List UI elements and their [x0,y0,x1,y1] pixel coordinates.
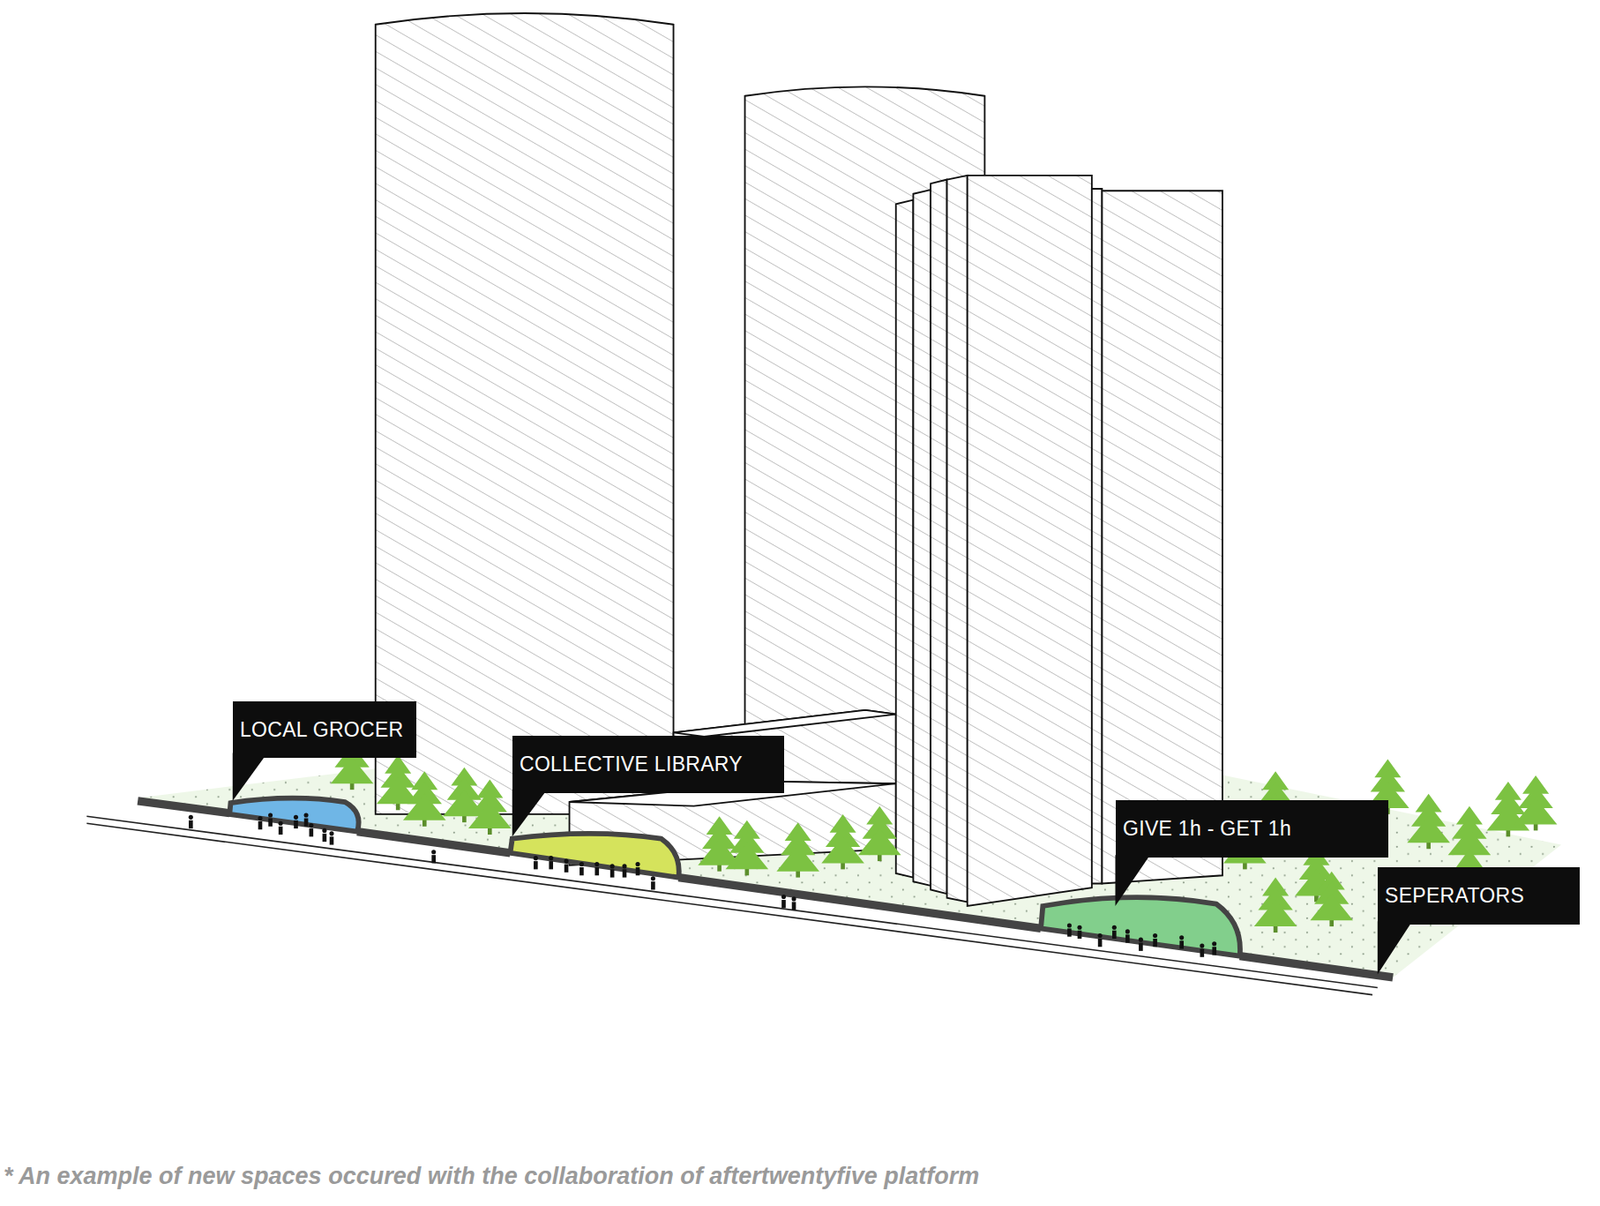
callout-label: LOCAL GROCER [239,717,404,742]
callout-box: COLLECTIVE LIBRARY [512,735,785,793]
callout-label: COLLECTIVE LIBRARY [519,752,743,777]
callout-box: GIVE 1h - GET 1h [1115,800,1389,858]
callout-box: SEPERATORS [1377,867,1580,925]
callout-label: SEPERATORS [1384,883,1525,908]
figure-caption: * An example of new spaces occured with … [3,1162,980,1190]
callout-box: LOCAL GROCER [232,701,417,758]
callout-label: GIVE 1h - GET 1h [1122,816,1292,841]
